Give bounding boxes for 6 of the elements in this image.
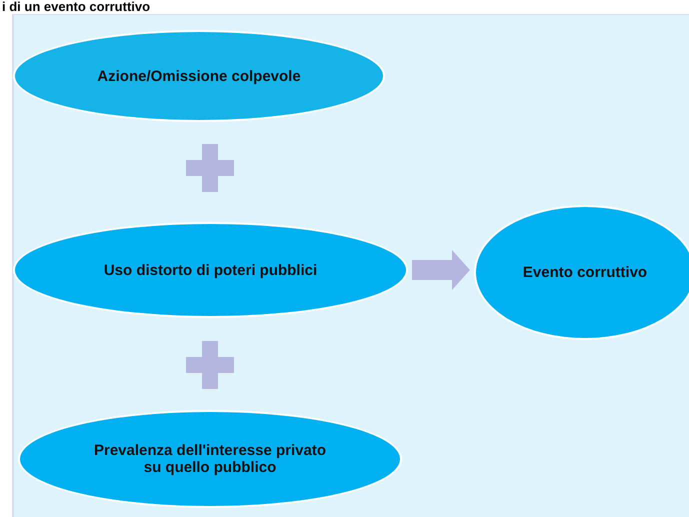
block-arrow (412, 250, 470, 290)
node-label: Prevalenza dell'interesse privato su quello pubblico (92, 442, 327, 476)
node-label: Uso distorto di poteri pubblici (104, 262, 318, 278)
node-label: Azione/Omissione colpevole (97, 68, 301, 84)
diagram-title: i di un evento corruttivo (2, 0, 150, 14)
node-label: Evento corruttivo (522, 264, 648, 281)
